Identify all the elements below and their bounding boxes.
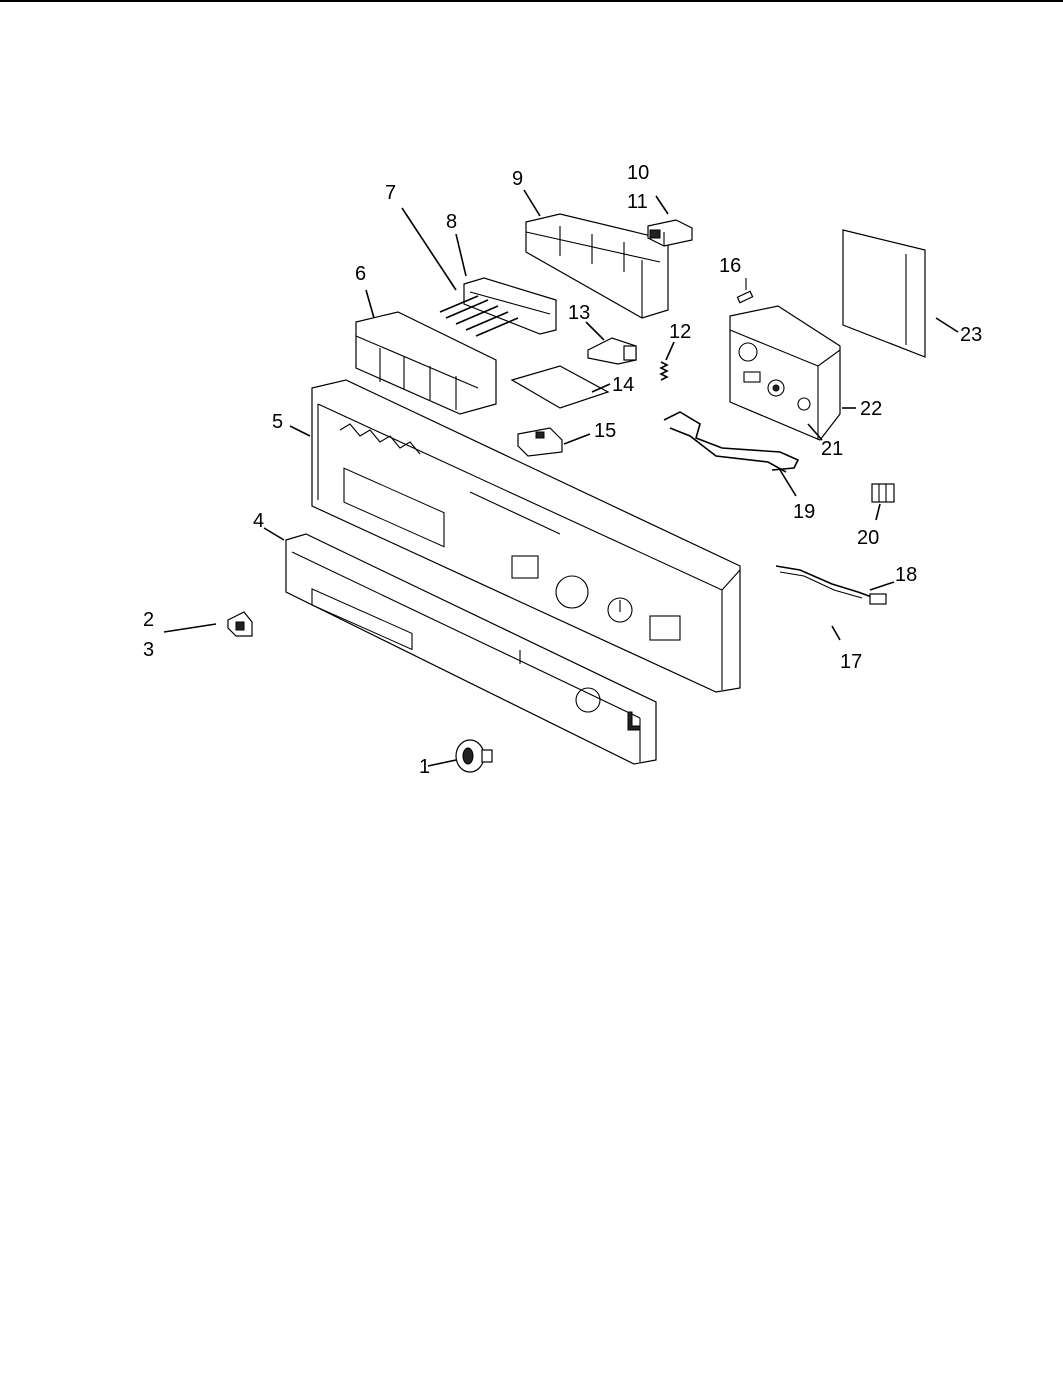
part-6-switch-frame	[355, 289, 497, 415]
part-2-3-clip	[163, 611, 253, 637]
part-17-18-wire-lead	[775, 565, 895, 641]
top-border-line	[0, 0, 1063, 2]
callout-23: 23	[960, 324, 983, 346]
callout-16: 16	[719, 255, 742, 277]
part-10-11-small-component	[647, 195, 693, 247]
part-12-spring	[659, 341, 675, 381]
callout-12: 12	[669, 321, 692, 343]
part-4-front-trim-strip	[263, 527, 657, 765]
part-9-upper-bracket	[523, 189, 669, 319]
callout-11: 11	[627, 191, 648, 213]
callout-15: 15	[594, 420, 617, 442]
callout-13: 13	[568, 302, 591, 324]
part-22-timer-module	[729, 305, 856, 441]
part-8-switch-housing	[455, 233, 557, 335]
callout-1: 1	[419, 756, 431, 778]
callout-4: 4	[253, 510, 265, 532]
part-1-knob	[427, 739, 493, 773]
part-5-control-console	[289, 379, 741, 693]
callout-21: 21	[821, 438, 844, 460]
part-16-pin	[736, 278, 754, 304]
callout-7: 7	[385, 182, 397, 204]
part-19-wire-harness	[663, 411, 800, 497]
callout-2: 2	[143, 609, 155, 631]
callout-22: 22	[860, 398, 883, 420]
callout-8: 8	[446, 211, 458, 233]
part-13-bracket	[585, 321, 637, 365]
callout-20: 20	[857, 527, 880, 549]
callout-14: 14	[612, 374, 635, 396]
callout-3: 3	[143, 639, 155, 661]
part-7-switch-keys	[401, 207, 519, 337]
part-23-rear-cover-panel	[842, 229, 959, 358]
callout-18: 18	[895, 564, 918, 586]
part-14-insulator-sheet	[510, 365, 611, 409]
callout-19: 19	[793, 501, 816, 523]
callout-17: 17	[840, 651, 863, 673]
callout-9: 9	[512, 168, 524, 190]
part-15-switch	[517, 427, 591, 457]
callout-6: 6	[355, 263, 367, 285]
callout-5: 5	[272, 411, 284, 433]
callout-10: 10	[627, 162, 650, 184]
part-20-connector	[871, 483, 895, 521]
part-21-timer-contact	[807, 423, 823, 441]
